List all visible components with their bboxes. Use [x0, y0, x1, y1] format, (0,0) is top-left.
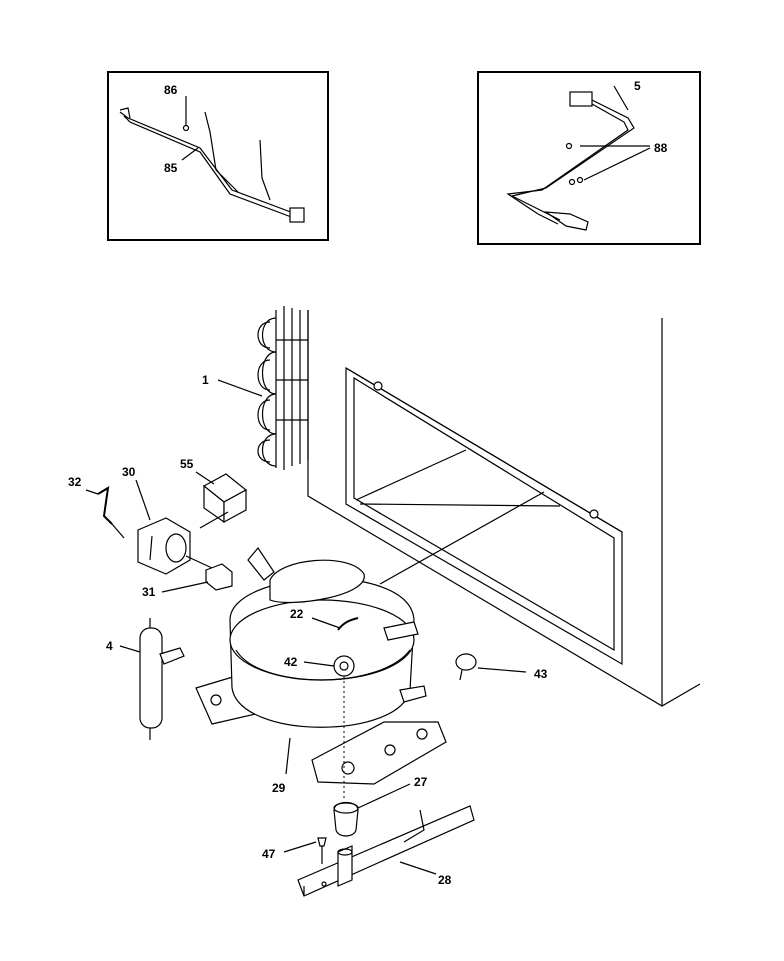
inset-harness-5: 5 88: [477, 71, 701, 245]
compressor-29: 22 42 29: [195, 546, 447, 800]
label-29: 29: [272, 781, 286, 795]
label-22: 22: [290, 607, 304, 621]
label-28: 28: [438, 873, 452, 887]
condenser-coil: 1: [202, 306, 309, 470]
label-27: 27: [414, 775, 428, 789]
label-47: 47: [262, 847, 276, 861]
label-31: 31: [142, 585, 156, 599]
label-43: 43: [534, 667, 548, 681]
grommet-27: 27: [333, 775, 428, 837]
inset-harness-85: 86 85: [107, 71, 329, 241]
label-1: 1: [202, 373, 209, 387]
label-5: 5: [634, 79, 641, 93]
bracket-32: 32: [68, 475, 125, 539]
label-86: 86: [164, 83, 178, 97]
label-32: 32: [68, 475, 82, 489]
label-85: 85: [164, 161, 178, 175]
relay-55: 55: [180, 457, 248, 529]
drier-4: 4: [106, 618, 185, 740]
cabinet-back: [307, 310, 701, 707]
clamp-43: 43: [455, 653, 548, 681]
terminal-cover-31: 31: [142, 563, 233, 599]
label-4: 4: [106, 639, 113, 653]
mounting-bracket-28: 47 28: [262, 805, 475, 897]
overload-30: 30: [122, 465, 213, 575]
label-55: 55: [180, 457, 194, 471]
label-42: 42: [284, 655, 298, 669]
label-30: 30: [122, 465, 136, 479]
label-88: 88: [654, 141, 668, 155]
